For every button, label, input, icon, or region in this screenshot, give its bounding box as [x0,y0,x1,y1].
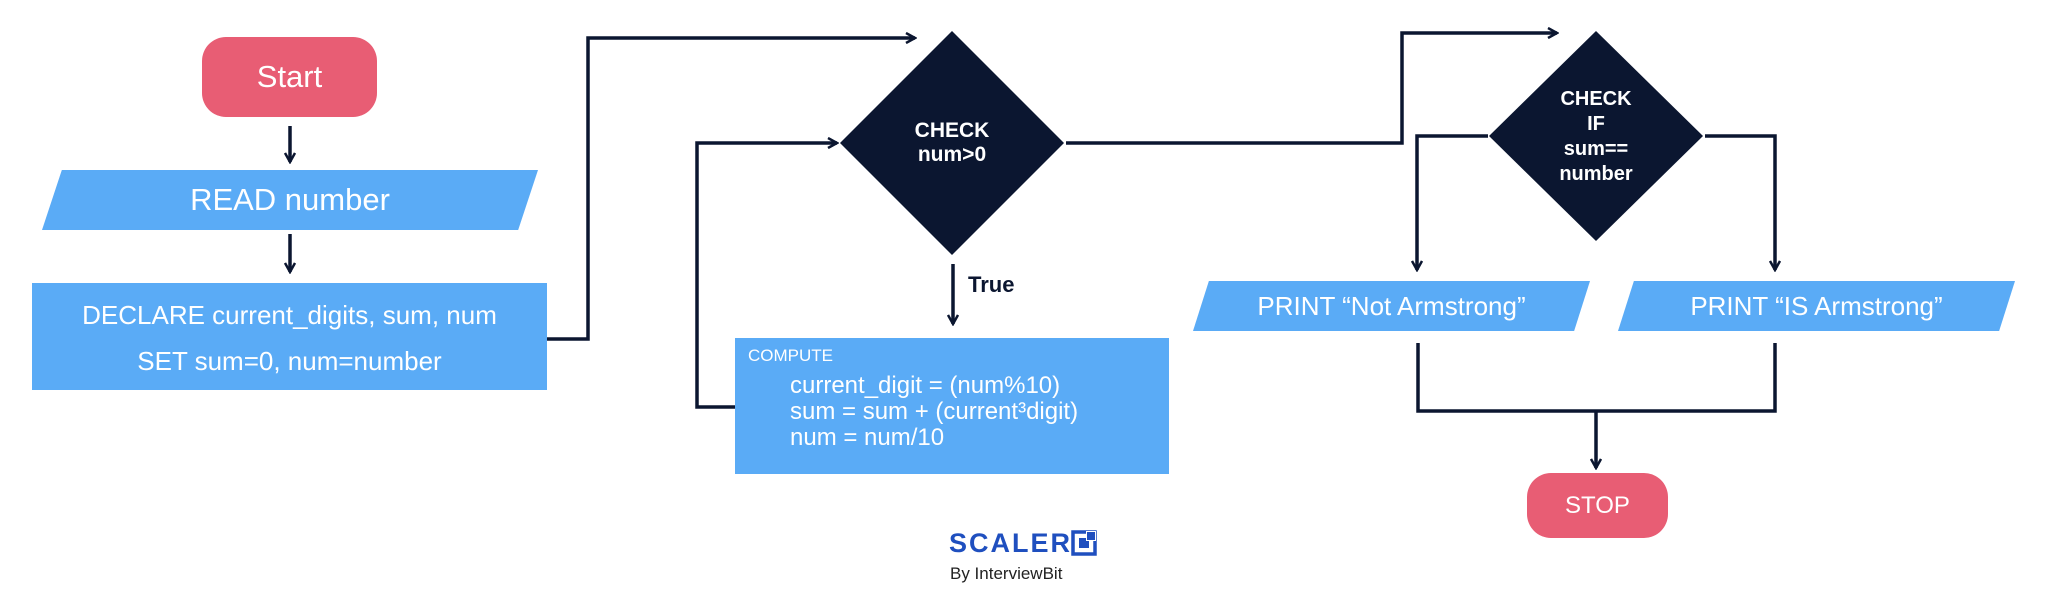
check-sum-line3: sum== [1563,138,1629,160]
brand-subtitle: By InterviewBit [950,564,1063,583]
check-sum-line2: IF [1587,113,1605,135]
read-number-box: READ number [42,170,538,230]
compute-heading: COMPUTE [748,346,833,365]
arrow-check-sum-to-is [1705,134,1775,270]
brand-name: SCALER [949,528,1073,558]
check-num-line1: CHECK [914,119,990,142]
arrow-compute-loop-back [695,143,837,409]
compute-line2: sum = sum + (current³digit) [790,398,1079,425]
start-terminal: Start [202,37,377,117]
declare-line: DECLARE current_digits, sum, num [82,300,497,330]
check-num-label: CHECK num>0 [872,113,1032,173]
check-num-line2: num>0 [917,143,987,166]
print-not-armstrong-box: PRINT “Not Armstrong” [1193,281,1590,331]
declare-box: DECLARE current_digits, sum, num SET sum… [32,283,547,390]
check-sum-line1: CHECK [1560,88,1632,110]
line-is-to-merge [1596,343,1777,413]
stop-label: STOP [1565,491,1630,519]
print-is-armstrong-box: PRINT “IS Armstrong” [1618,281,2015,331]
arrow-declare-to-check [546,38,915,341]
scaler-logo-icon [1071,530,1097,556]
arrow-check-sum-to-not [1417,134,1488,270]
brand-logo: SCALER By InterviewBit [949,528,1099,588]
print-is-armstrong-label: PRINT “IS Armstrong” [1690,290,1943,321]
compute-line1: current_digit = (num%10) [790,372,1061,399]
decision-diamond-num [840,31,1064,255]
check-sum-line4: number [1559,163,1633,185]
true-label: True [968,272,1015,297]
line-not-to-merge [1416,343,1596,413]
compute-box: COMPUTE current_digit = (num%10) sum = s… [735,338,1169,474]
set-line: SET sum=0, num=number [137,346,442,376]
decision-diamond-sum [1489,31,1703,241]
read-number-label: READ number [190,182,390,217]
print-not-armstrong-label: PRINT “Not Armstrong” [1257,290,1526,321]
check-sum-label: CHECK IF sum== number [1526,84,1666,190]
compute-line3: num = num/10 [790,424,945,451]
start-label: Start [256,59,323,94]
arrow-check-to-check-sum [1066,33,1557,145]
stop-terminal: STOP [1527,473,1668,538]
